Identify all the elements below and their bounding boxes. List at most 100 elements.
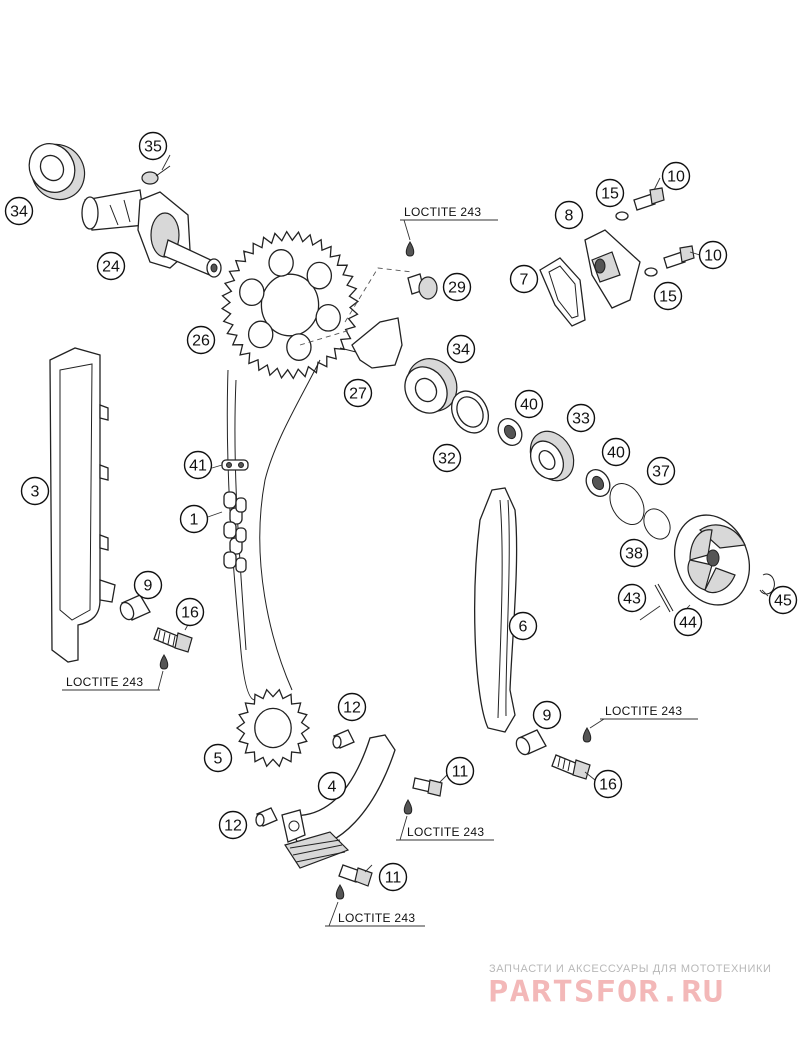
loctite-drop [335, 884, 345, 900]
callout-number: 41 [189, 458, 207, 475]
callout-circle [509, 264, 539, 294]
callout-circle [138, 131, 168, 161]
callout-45: 45 [768, 585, 798, 615]
bearing-34-right [404, 358, 458, 414]
callout-number: 8 [565, 208, 574, 225]
callout-number: 40 [607, 445, 625, 462]
callout-circle [619, 538, 649, 568]
callout-1: 1 [179, 504, 209, 534]
washer-15-upper [615, 211, 629, 221]
loctite-label-text: LOCTITE 243 [66, 675, 143, 689]
callout-32: 32 [432, 443, 462, 473]
pin-43 [654, 583, 674, 613]
bearing-40-left [497, 418, 523, 446]
callout-circle [593, 769, 623, 799]
callout-number: 11 [385, 870, 402, 887]
sleeve-9-right [515, 729, 547, 756]
seal-33 [529, 430, 575, 482]
callout-circle [317, 771, 347, 801]
callout-27: 27 [343, 378, 373, 408]
callout-34: 34 [4, 196, 34, 226]
sprocket-hub [254, 707, 292, 749]
callout-number: 10 [704, 248, 722, 265]
callout-circle [179, 504, 209, 534]
callout-number: 16 [181, 605, 199, 622]
callout-circle [445, 756, 475, 786]
callout-circle [673, 607, 703, 637]
callout-circle [183, 450, 213, 480]
camshaft-24 [81, 189, 222, 278]
callout-4: 4 [317, 771, 347, 801]
callout-circle [218, 810, 248, 840]
callout-29: 29 [442, 272, 472, 302]
callout-33: 33 [566, 403, 596, 433]
callout-37: 37 [646, 456, 676, 486]
callout-number: 9 [144, 578, 153, 595]
callout-circle [4, 196, 34, 226]
bolt-16-left [153, 627, 193, 653]
callout-7: 7 [509, 264, 539, 294]
callout-5: 5 [203, 743, 233, 773]
loctite-label-text: LOCTITE 243 [338, 911, 415, 925]
callout-43: 43 [617, 583, 647, 613]
callout-6: 6 [508, 611, 538, 641]
callout-number: 29 [448, 280, 466, 297]
sprocket-hole [239, 278, 265, 307]
weight-27 [339, 317, 403, 369]
sprocket-hub [260, 273, 320, 337]
callout-circle [175, 597, 205, 627]
callout-15: 15 [653, 281, 683, 311]
callout-9: 9 [532, 700, 562, 730]
sleeve-12-upper [332, 729, 355, 749]
callout-number: 3 [31, 484, 40, 501]
bolt-10-upper [633, 187, 665, 211]
loctite-label: LOCTITE 243 [325, 901, 425, 927]
callout-number: 12 [343, 700, 361, 717]
loctite-drop [582, 727, 592, 743]
callout-9: 9 [133, 570, 163, 600]
washer-15-lower [644, 267, 658, 277]
callout-44: 44 [673, 607, 703, 637]
callout-number: 34 [452, 342, 470, 359]
loctite-label-text: LOCTITE 243 [407, 825, 484, 839]
callout-circle [595, 178, 625, 208]
callout-16: 16 [175, 597, 205, 627]
chain-guide-3 [49, 347, 116, 663]
dashed-guide-line [344, 267, 413, 323]
loctite-drop [159, 654, 169, 670]
callout-41: 41 [183, 450, 213, 480]
callout-circle [133, 570, 163, 600]
callout-circle [378, 862, 408, 892]
o-ring-38 [643, 508, 671, 540]
sprocket-hole [306, 261, 333, 290]
callout-number: 24 [102, 259, 120, 276]
callout-number: 7 [520, 272, 529, 289]
callout-38: 38 [619, 538, 649, 568]
callout-40: 40 [514, 389, 544, 419]
chain-guide-6 [474, 487, 518, 733]
callout-circle [508, 611, 538, 641]
loctite-label-text: LOCTITE 243 [605, 704, 682, 718]
loctite-label: LOCTITE 243 [396, 815, 494, 841]
callout-circle [768, 585, 798, 615]
callout-circle [646, 456, 676, 486]
callout-number: 26 [192, 333, 210, 350]
master-link-41 [221, 459, 249, 471]
callout-circle [343, 378, 373, 408]
bolt-29 [407, 273, 438, 300]
circlip-45 [759, 573, 775, 595]
tensioner-body-8 [584, 229, 641, 309]
callout-number: 4 [328, 779, 337, 796]
impeller-44 [674, 514, 750, 606]
callout-circle [442, 272, 472, 302]
callout-35: 35 [138, 131, 168, 161]
chain-1 [223, 491, 247, 573]
callout-number: 5 [214, 751, 223, 768]
washer-32 [450, 390, 490, 434]
bearing-34-top [28, 143, 86, 201]
callout-circle [698, 240, 728, 270]
sprocket-hole [315, 303, 341, 332]
callout-circle [20, 476, 50, 506]
callout-24: 24 [96, 251, 126, 281]
